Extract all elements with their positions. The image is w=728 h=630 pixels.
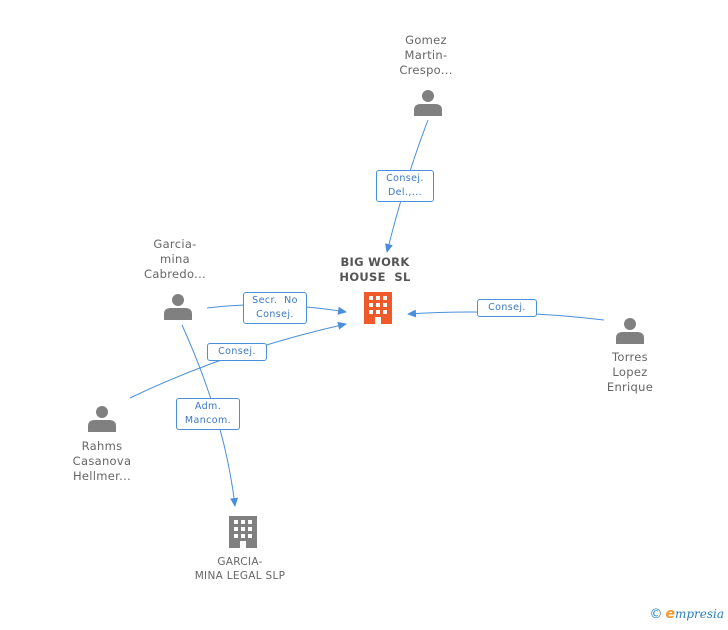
edge-label-line: Consej. [256, 309, 294, 320]
node-label-line: BIG WORK [340, 255, 410, 269]
edge-rahms-to-center [129, 321, 347, 399]
node-label-line: Torres [612, 350, 648, 364]
node-label-line: Crespo... [399, 63, 453, 77]
person-icon-torres[interactable] [616, 318, 644, 344]
copyright-symbol: © [649, 607, 663, 622]
node-label-line: Hellmer... [72, 469, 132, 483]
building-icon-garcia-mina-legal[interactable] [229, 516, 257, 548]
person-icon-rahms[interactable] [88, 406, 116, 432]
edge-label-garcia-center[interactable]: Secr. No Consej. [243, 292, 307, 324]
node-label-garcia-company[interactable]: GARCIA- MINA LEGAL SLP [180, 555, 300, 583]
node-label-gomez[interactable]: Gomez Martin- Crespo... [378, 33, 474, 78]
node-label-torres[interactable]: Torres Lopez Enrique [582, 350, 678, 395]
edge-label-line: Adm. [194, 401, 222, 412]
edge-label-line: Secr. No [252, 295, 298, 306]
node-label-center[interactable]: BIG WORK HOUSE SL [326, 255, 424, 285]
node-label-line: mina [160, 252, 190, 266]
edge-label-garcia-company[interactable]: Adm. Mancom. [176, 398, 240, 430]
node-label-line: Martin- [404, 48, 448, 62]
edge-label-line: Del.,... [387, 187, 423, 198]
node-label-line: Garcia- [153, 237, 197, 251]
node-label-line: Cabredo... [143, 267, 207, 281]
node-label-line: HOUSE SL [339, 270, 411, 284]
node-label-line: Gomez [405, 33, 447, 47]
edge-label-line: Consej. [386, 173, 424, 184]
empresia-logo[interactable]: ©empresia [649, 606, 724, 622]
node-label-line: Casanova [72, 454, 132, 468]
edge-label-torres-center[interactable]: Consej. [477, 299, 537, 317]
edge-label-gomez-center[interactable]: Consej. Del.,... [376, 170, 434, 202]
node-label-garcia-person[interactable]: Garcia- mina Cabredo... [127, 237, 223, 282]
edge-label-rahms-center[interactable]: Consej. [207, 343, 267, 361]
node-label-rahms[interactable]: Rahms Casanova Hellmer... [52, 439, 152, 484]
edge-label-line: Consej. [218, 346, 256, 357]
edge-label-line: Consej. [488, 302, 526, 313]
node-label-line: Lopez [612, 365, 648, 379]
node-label-line: Enrique [606, 380, 654, 394]
node-label-line: MINA LEGAL SLP [194, 570, 286, 582]
brand-initial: e [665, 606, 675, 622]
brand-name: mpresia [674, 607, 724, 621]
edge-label-line: Mancom. [184, 415, 232, 426]
person-icon-gomez[interactable] [414, 90, 442, 116]
building-icon-center[interactable] [364, 292, 392, 324]
node-label-line: Rahms [81, 439, 123, 453]
person-icon-garcia[interactable] [164, 294, 192, 320]
node-label-line: GARCIA- [217, 556, 263, 568]
